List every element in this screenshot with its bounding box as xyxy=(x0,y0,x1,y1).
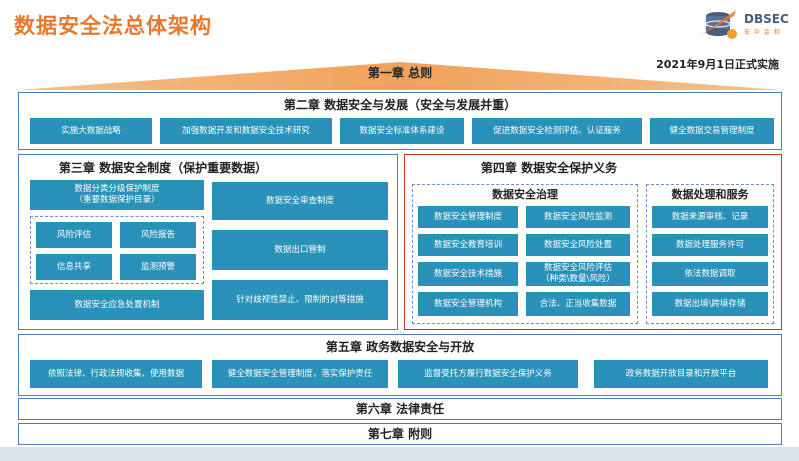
bottom-strip xyxy=(0,447,799,461)
chapter4-label: 第四章 数据安全保护义务 xyxy=(480,161,618,175)
chapter3-right-item: 数据出口管制 xyxy=(212,230,388,270)
processing-item: 数据处理服务许可 xyxy=(652,234,768,256)
logo-icon xyxy=(700,10,737,39)
chapter5-item: 政务数据开放目录和开放平台 xyxy=(594,360,768,388)
chapter5-item: 监督受托方履行数据安全保护义务 xyxy=(398,360,578,388)
chapter5-item: 依照法律、行政法规收集、使用数据 xyxy=(30,360,202,388)
governance-item: 数据安全管理机构 xyxy=(418,292,518,316)
risk-item: 风险报告 xyxy=(120,222,196,248)
dbsec-logo: DBSEC 安 华 金 和 xyxy=(698,6,789,42)
emergency-mechanism-box: 数据安全应急处置机制 xyxy=(30,290,204,320)
chapter2-item: 数据安全标准体系建设 xyxy=(340,118,464,144)
risk-item: 风险评估 xyxy=(36,222,112,248)
governance-label: 数据安全治理 xyxy=(492,188,558,201)
chapter5-label: 第五章 政务数据安全与开放 xyxy=(325,340,475,354)
chapter2-item: 加强数据开发和数据安全技术研究 xyxy=(160,118,332,144)
page-title: 数据安全法总体架构 xyxy=(14,14,212,38)
risk-item: 监测预警 xyxy=(120,254,196,280)
chapter7-bar: 第七章 附则 xyxy=(18,423,782,445)
chapter3-label: 第三章 数据安全制度（保护重要数据） xyxy=(58,161,268,175)
processing-item: 数据出境\跨境存储 xyxy=(652,292,768,316)
governance-item: 数据安全技术措施 xyxy=(418,262,518,286)
chapter2-item: 实施大数据战略 xyxy=(30,118,152,144)
processing-item: 数据来源审核、记录 xyxy=(652,206,768,228)
governance-item: 合法、正当收集数据 xyxy=(526,292,630,316)
governance-item: 数据安全风险处置 xyxy=(526,234,630,256)
processing-item: 依法数据调取 xyxy=(652,262,768,286)
chapter1-label: 第一章 总则 xyxy=(367,66,433,80)
governance-item: 数据安全管理制度 xyxy=(418,206,518,228)
processing-label: 数据处理和服务 xyxy=(671,188,749,201)
logo-subtitle: 安 华 金 和 xyxy=(744,29,781,36)
logo-name: DBSEC xyxy=(744,12,789,26)
effective-date: 2021年9月1日正式实施 xyxy=(656,58,779,71)
chapter2-label: 第二章 数据安全与发展（安全与发展并重） xyxy=(283,98,517,112)
chapter3-right-item: 数据安全审查制度 xyxy=(212,182,388,220)
chapter2-item: 促进数据安全检测评估、认证服务 xyxy=(472,118,642,144)
risk-item: 信息共享 xyxy=(36,254,112,280)
chapter1-roof xyxy=(18,62,782,90)
governance-item: 数据安全风险评估 （种类\数量\风险） xyxy=(526,262,630,286)
governance-item: 数据安全风险监测 xyxy=(526,206,630,228)
classification-protection-box: 数据分类分级保护制度 （重要数据保护目录） xyxy=(30,180,204,210)
chapter2-item: 健全数据交易管理制度 xyxy=(650,118,774,144)
chapter5-item: 健全数据安全管理制度，落实保护责任 xyxy=(212,360,388,388)
governance-item: 数据安全教育培训 xyxy=(418,234,518,256)
chapter6-bar: 第六章 法律责任 xyxy=(18,398,782,420)
chapter3-right-item: 针对歧视性禁止、限制的对等措施 xyxy=(212,280,388,320)
